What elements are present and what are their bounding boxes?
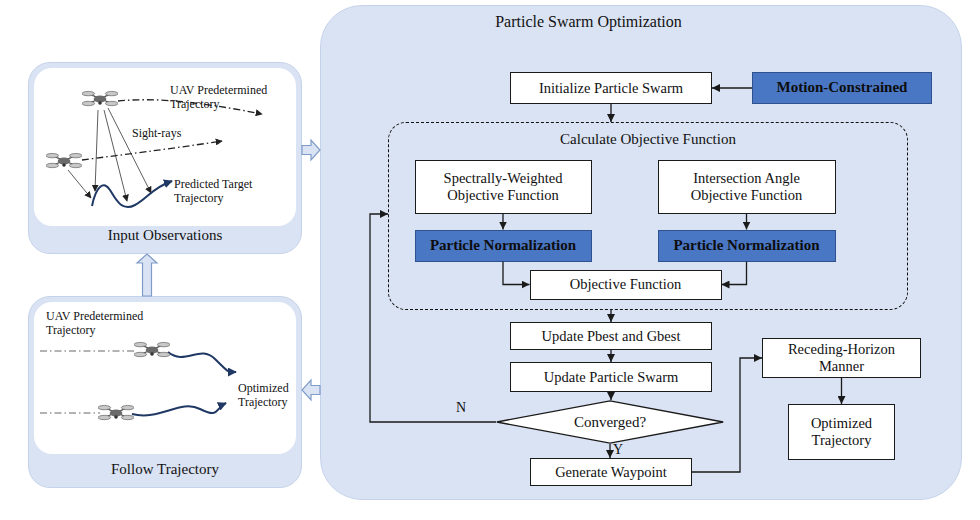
connector-arrow [503, 262, 530, 285]
connector-arrow [841, 378, 842, 404]
uav-icon [46, 153, 82, 167]
block-arrow [302, 140, 320, 160]
uav-trajectory [82, 141, 222, 160]
inner-panel [34, 302, 296, 454]
process-box: Receding-Horizon Manner [762, 338, 921, 378]
edge-label: Y [613, 443, 623, 457]
decision-diamond: Converged? [496, 400, 724, 444]
highlight-box: Particle Normalization [415, 230, 592, 262]
node-text: Spectrally-Weighted Objective Function [426, 170, 581, 203]
panel-heading: Calculate Objective Function [389, 131, 907, 148]
uav-icon [98, 405, 134, 419]
annotation-label: UAV Predetermined Trajectory [46, 310, 146, 338]
diamond-shape [497, 401, 723, 443]
connector-arrow [610, 350, 611, 362]
connector-arrow [746, 214, 747, 230]
sight-ray [68, 170, 91, 198]
node-text: Intersection Angle Objective Function [669, 170, 825, 203]
sight-ray [95, 110, 98, 191]
uav-icon [134, 342, 170, 356]
connector-arrow [610, 392, 611, 400]
node-text: Initialize Particle Swarm [539, 80, 683, 97]
connector-arrow [370, 214, 496, 422]
node-text: Update Particle Swarm [544, 369, 679, 386]
process-box: Update Particle Swarm [510, 362, 712, 392]
process-box: Initialize Particle Swarm [510, 72, 712, 104]
node-text: Generate Waypoint [555, 464, 667, 481]
node-text: Particle Normalization [430, 237, 576, 254]
block-arrow [302, 380, 320, 400]
connector-arrow [610, 310, 611, 322]
node-text: Converged? [574, 414, 646, 431]
process-box: Optimized Trajectory [788, 404, 895, 460]
target-trajectory [92, 181, 172, 207]
process-box: Objective Function [530, 270, 722, 300]
process-box: Spectrally-Weighted Objective Function [415, 160, 592, 214]
connector-arrow [722, 262, 747, 285]
panel-box: Particle Swarm OptimizationInitialize Pa… [320, 5, 962, 500]
annotation-label: Sight-rays [132, 127, 202, 141]
annotation-label: Predicted Target Trajectory [174, 178, 269, 206]
optimized-trajectory [132, 403, 226, 415]
panel-heading: Input Observations [29, 227, 301, 244]
uav-icon [82, 91, 118, 105]
connector-arrow [609, 444, 610, 458]
connector-arrow [610, 104, 611, 122]
process-box: Intersection Angle Objective Function [658, 160, 836, 214]
node-text: Objective Function [570, 276, 682, 293]
inner-panel [34, 68, 296, 226]
highlight-box: Particle Normalization [658, 230, 836, 262]
process-box: Generate Waypoint [530, 458, 692, 486]
node-text: Optimized Trajectory [799, 415, 884, 448]
predetermined-trajectory [40, 350, 136, 351]
node-text: Motion-Constrained [777, 79, 908, 96]
node-text: Particle Normalization [673, 237, 819, 254]
node-text: Receding-Horizon Manner [773, 341, 910, 374]
sight-ray [108, 108, 151, 193]
group-box: Calculate Objective FunctionSpectrally-W… [388, 122, 908, 310]
connector-arrow [502, 214, 503, 230]
block-arrow [137, 254, 157, 296]
node-text: Update Pbest and Gbest [542, 328, 681, 345]
panel-heading: Particle Swarm Optimization [321, 13, 856, 31]
predetermined-trajectory [40, 412, 100, 413]
annotation-label: Optimized Trajectory [238, 382, 298, 410]
process-box: Update Pbest and Gbest [510, 322, 712, 350]
connector-arrow [692, 358, 762, 472]
edge-label: N [456, 401, 466, 415]
annotation-label: UAV Predetermined Trajectory [170, 84, 270, 112]
connector-arrow [712, 87, 752, 88]
optimized-trajectory [168, 352, 236, 372]
panel-heading: Follow Trajectory [29, 461, 301, 478]
highlight-box: Motion-Constrained [752, 72, 932, 104]
sight-ray [104, 110, 127, 201]
